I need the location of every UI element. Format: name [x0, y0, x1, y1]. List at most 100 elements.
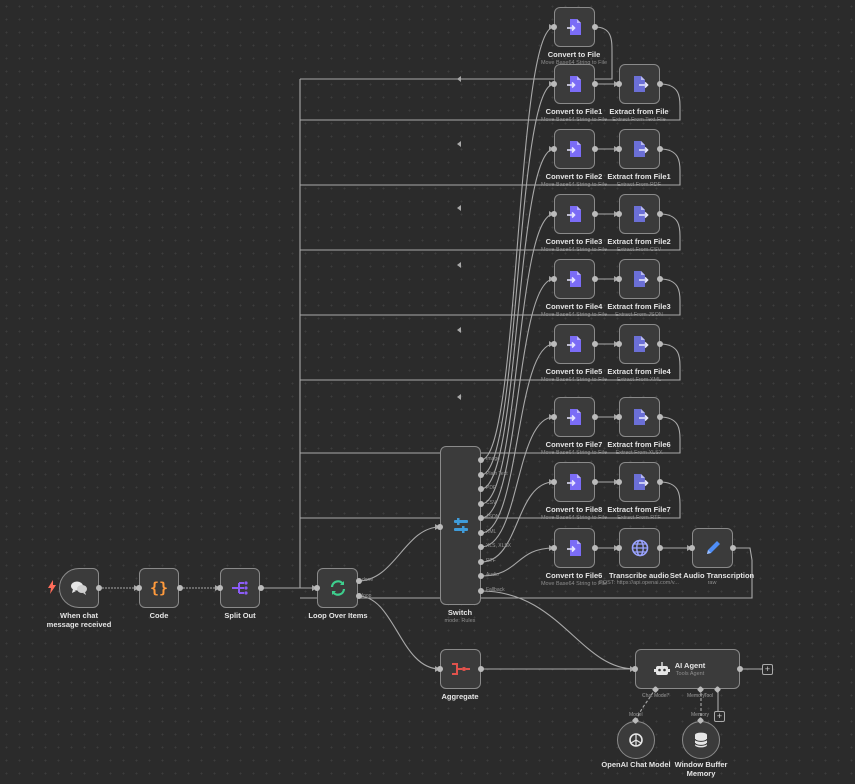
- convert-to-file-node[interactable]: [554, 324, 595, 364]
- output-port[interactable]: [592, 211, 598, 217]
- output-port[interactable]: [657, 479, 663, 485]
- input-port[interactable]: [551, 211, 557, 217]
- connection-line[interactable]: [357, 526, 441, 582]
- connection-line[interactable]: [300, 547, 753, 599]
- extract-from-file-node[interactable]: [619, 129, 660, 169]
- switch-output-port[interactable]: [478, 530, 484, 536]
- output-port[interactable]: [657, 211, 663, 217]
- convert-to-file-node[interactable]: [554, 462, 595, 502]
- input-port[interactable]: [437, 666, 443, 672]
- switch-output-port[interactable]: [478, 573, 484, 579]
- output-port[interactable]: [478, 666, 484, 672]
- extract-from-file-node[interactable]: [619, 462, 660, 502]
- convert-to-file-node[interactable]: [554, 194, 595, 234]
- input-port[interactable]: [616, 545, 622, 551]
- convert-to-file-node[interactable]: [554, 397, 595, 437]
- connection-line[interactable]: [480, 213, 555, 505]
- switch-output-port[interactable]: [478, 544, 484, 550]
- connection-line[interactable]: [300, 26, 613, 80]
- input-port[interactable]: [616, 341, 622, 347]
- input-port[interactable]: [689, 545, 695, 551]
- output-port[interactable]: [657, 146, 663, 152]
- connection-line[interactable]: [480, 26, 555, 461]
- output-port[interactable]: [657, 341, 663, 347]
- output-port[interactable]: [592, 479, 598, 485]
- output-port[interactable]: [258, 585, 264, 591]
- input-port[interactable]: [314, 585, 320, 591]
- output-port-done[interactable]: [356, 578, 362, 584]
- convert-to-file-node[interactable]: [554, 528, 595, 568]
- openai-chat-model-node[interactable]: [617, 721, 655, 759]
- switch-output-port[interactable]: [478, 457, 484, 463]
- input-port[interactable]: [616, 146, 622, 152]
- output-port[interactable]: [657, 81, 663, 87]
- input-port[interactable]: [136, 585, 142, 591]
- connection-line[interactable]: [480, 416, 555, 548]
- output-port[interactable]: [96, 585, 102, 591]
- input-port[interactable]: [551, 414, 557, 420]
- extract-from-file-node[interactable]: [619, 259, 660, 299]
- input-port[interactable]: [217, 585, 223, 591]
- add-tool-button[interactable]: +: [714, 711, 725, 722]
- input-port[interactable]: [551, 545, 557, 551]
- set-audio-transcription-node[interactable]: [692, 528, 733, 568]
- connection-line[interactable]: [300, 278, 681, 316]
- connection-line[interactable]: [480, 148, 555, 490]
- input-port[interactable]: [616, 479, 622, 485]
- input-port[interactable]: [551, 24, 557, 30]
- output-port[interactable]: [592, 545, 598, 551]
- output-port[interactable]: [657, 414, 663, 420]
- input-port[interactable]: [551, 81, 557, 87]
- output-port[interactable]: [592, 81, 598, 87]
- extract-from-file-node[interactable]: [619, 397, 660, 437]
- aggregate-node[interactable]: [440, 649, 481, 689]
- convert-to-file-node[interactable]: [554, 129, 595, 169]
- output-port[interactable]: [592, 414, 598, 420]
- input-port[interactable]: [551, 479, 557, 485]
- convert-to-file-node[interactable]: [554, 64, 595, 104]
- connection-line[interactable]: [480, 547, 555, 577]
- input-port[interactable]: [437, 524, 443, 530]
- output-port[interactable]: [657, 545, 663, 551]
- window-buffer-memory-node[interactable]: [682, 721, 720, 759]
- switch-output-port[interactable]: [478, 486, 484, 492]
- input-port[interactable]: [616, 211, 622, 217]
- connection-line[interactable]: [480, 481, 555, 563]
- connection-line[interactable]: [480, 278, 555, 519]
- output-port[interactable]: [177, 585, 183, 591]
- switch-output-port[interactable]: [478, 515, 484, 521]
- connection-line[interactable]: [300, 148, 681, 186]
- connection-line[interactable]: [357, 595, 441, 670]
- input-port[interactable]: [551, 341, 557, 347]
- output-port[interactable]: [737, 666, 743, 672]
- code-node[interactable]: {}: [139, 568, 179, 608]
- connection-line[interactable]: [300, 83, 681, 121]
- add-node-button[interactable]: +: [762, 664, 773, 675]
- connection-line[interactable]: [480, 83, 555, 476]
- connection-line[interactable]: [300, 416, 681, 454]
- switch-output-port[interactable]: [478, 472, 484, 478]
- switch-output-port[interactable]: [478, 501, 484, 507]
- switch-output-port[interactable]: [478, 588, 484, 594]
- extract-from-file-node[interactable]: [619, 324, 660, 364]
- connection-line[interactable]: [300, 343, 681, 381]
- switch-node[interactable]: [440, 446, 481, 605]
- transcribe-audio-node[interactable]: [619, 528, 660, 568]
- chat-trigger-node[interactable]: [59, 568, 99, 608]
- output-port[interactable]: [592, 24, 598, 30]
- input-port[interactable]: [551, 146, 557, 152]
- connection-line[interactable]: [480, 343, 555, 534]
- connection-line[interactable]: [635, 689, 655, 727]
- loop-over-items-node[interactable]: [317, 568, 358, 608]
- connection-line[interactable]: [300, 213, 681, 251]
- extract-from-file-node[interactable]: [619, 64, 660, 104]
- extract-from-file-node[interactable]: [619, 194, 660, 234]
- connection-line[interactable]: [300, 481, 681, 519]
- output-port-loop[interactable]: [356, 593, 362, 599]
- convert-to-file-node[interactable]: [554, 7, 595, 47]
- switch-output-port[interactable]: [478, 559, 484, 565]
- connection-line[interactable]: [480, 590, 636, 670]
- output-port[interactable]: [657, 276, 663, 282]
- input-port[interactable]: [616, 276, 622, 282]
